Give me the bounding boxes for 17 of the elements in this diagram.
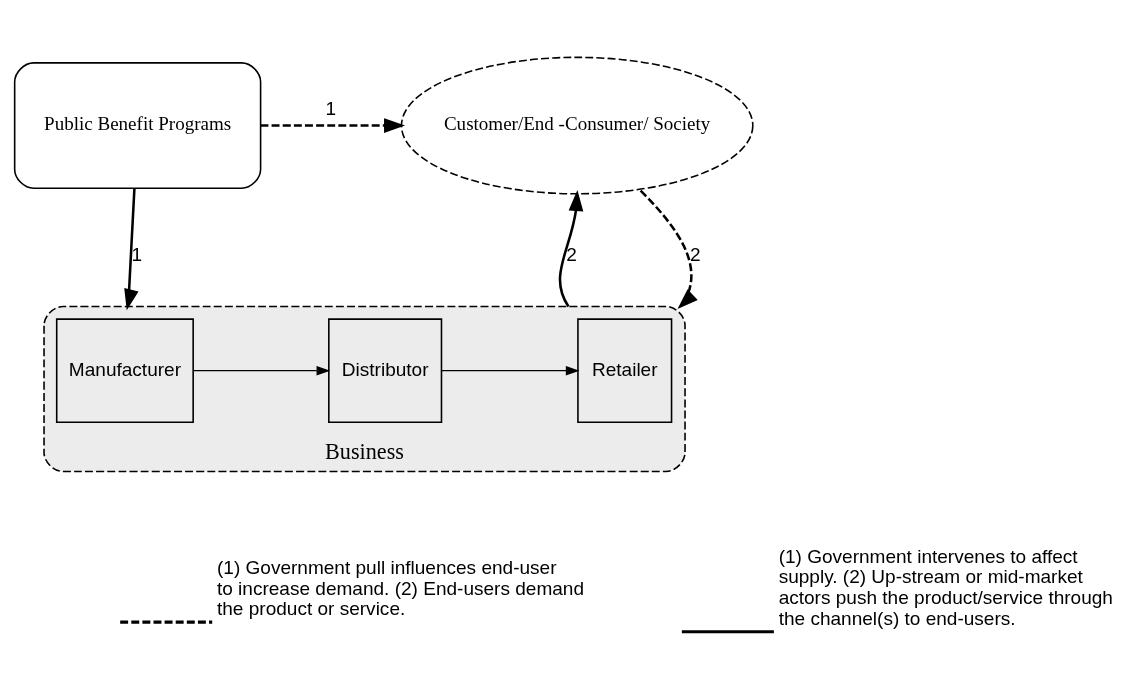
legend-label: (1) Government pull influences end-user to increase demand. (2) End-users demand the product or service. <box>216 556 585 619</box>
node-ellipse: Customer/End -Consumer/ Society <box>400 56 754 195</box>
arrow <box>124 188 139 310</box>
legend-label: (1) Government intervenes to affect supply. (2) Up-stream or mid-market actors push the product/service through the channel(s) to end-users. <box>778 545 1113 629</box>
node-box: Retailer <box>577 317 673 423</box>
arrow <box>558 189 584 307</box>
arrow <box>192 365 331 375</box>
node-box: Distributor <box>328 317 443 423</box>
node-box: Manufacturer <box>55 317 194 423</box>
edge-label: 1 <box>325 97 337 119</box>
arrow <box>441 365 580 375</box>
edge-label: 1 <box>131 243 143 265</box>
arrow <box>260 117 406 133</box>
edge-label: 2 <box>690 243 701 265</box>
edge-label: 2 <box>566 243 577 265</box>
arrow <box>639 189 698 309</box>
node-box: Public Benefit Programs <box>13 61 262 189</box>
